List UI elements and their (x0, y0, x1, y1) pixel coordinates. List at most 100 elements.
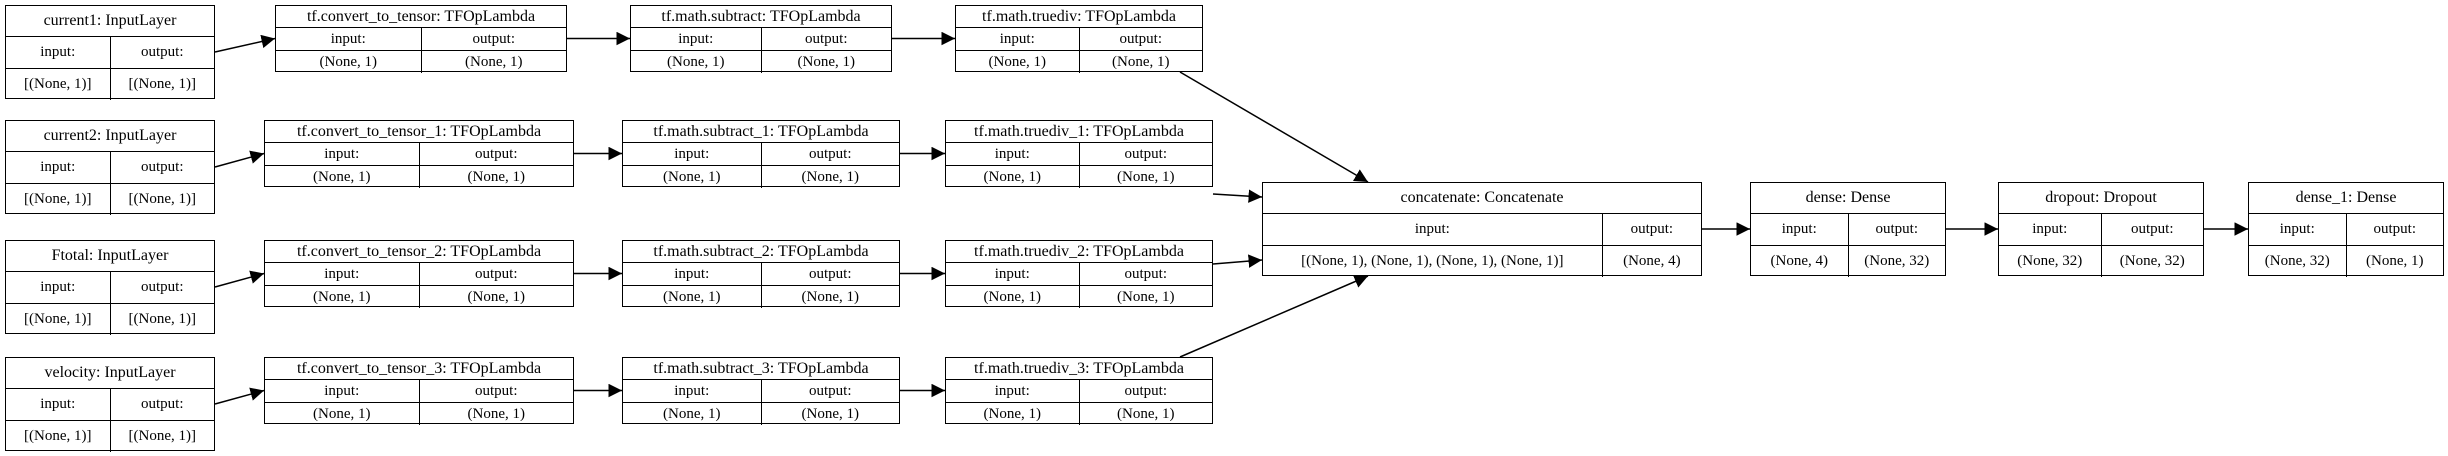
output-label: output: (760, 143, 900, 166)
input-shape: (None, 1) (313, 288, 371, 305)
input-label: input: (2279, 221, 2315, 238)
layer-title: velocity: InputLayer (6, 358, 214, 390)
input-label: input: (994, 145, 1030, 162)
input-shape: (None, 32) (2264, 253, 2330, 270)
edge-ftotal-to-convert2 (214, 270, 265, 288)
output-shape: (None, 1) (760, 403, 900, 425)
port-shape-row: (None, 1)(None, 1) (623, 402, 899, 425)
output-label: output: (2345, 214, 2444, 246)
input-label: input: (324, 145, 360, 162)
layer-title: dropout: Dropout (1999, 183, 2203, 215)
output-label: output: (1847, 214, 1946, 246)
layer-title: tf.math.truediv: TFOpLambda (956, 6, 1202, 29)
input-shape: (None, 1) (313, 405, 371, 422)
port-shape-row: (None, 32)(None, 1) (2249, 245, 2443, 277)
port-shape-row: (None, 1)(None, 1) (265, 402, 573, 425)
input-label: input: (40, 396, 76, 413)
port-label-row: input:output: (946, 263, 1213, 286)
port-shape-row: (None, 1)(None, 1) (631, 50, 891, 73)
input-shape: (None, 1) (663, 288, 721, 305)
port-label-row: input:output: (623, 263, 899, 286)
port-shape-row: [(None, 1)] [(None, 1)] (6, 68, 214, 100)
port-label-row: input:output: (1263, 214, 1701, 246)
output-label: output: (109, 37, 215, 69)
output-label: output: (109, 272, 215, 304)
input-label: input: (994, 382, 1030, 399)
layer-title: tf.convert_to_tensor_3: TFOpLambda (265, 358, 573, 381)
output-label: output: (760, 28, 892, 51)
layer-title: current1: InputLayer (6, 6, 214, 38)
output-label: output: (760, 380, 900, 403)
output-shape: (None, 4) (1601, 246, 1701, 277)
layer-title: tf.convert_to_tensor_1: TFOpLambda (265, 121, 573, 144)
input-shape: (None, 1) (983, 168, 1041, 185)
output-shape: (None, 32) (2100, 246, 2204, 277)
input-shape: (None, 1) (988, 53, 1046, 70)
port-label-row: input:output: (623, 380, 900, 403)
edge-truediv1-to-concat (1212, 189, 1263, 203)
edge-truediv3-to-concat (1179, 275, 1369, 358)
edge-truediv2-to-concat (1212, 254, 1263, 268)
output-shape: (None, 1) (420, 51, 567, 73)
input-label: input: (324, 265, 360, 282)
output-label: output: (1078, 380, 1213, 403)
layer-title: Ftotal: InputLayer (6, 241, 214, 273)
input-shape: (None, 32) (2017, 253, 2083, 270)
output-shape: (None, 1) (760, 286, 900, 308)
port-label-row: input:output: (265, 380, 574, 403)
port-label-row: input: output: (946, 380, 1213, 403)
port-label-row: input:output: (1999, 214, 2203, 246)
input-label: input: (40, 159, 76, 176)
edge-velocity-to-convert3 (214, 387, 265, 405)
port-label-row: input:output: (1751, 214, 1946, 246)
layer-node-current2: current2: InputLayer input: output:[(None,… (5, 120, 215, 215)
input-shape: (None, 1) (983, 405, 1041, 422)
output-shape: (None, 1) (418, 286, 574, 308)
port-shape-row: [(None, 1)][(None, 1)] (6, 183, 214, 215)
layer-title: tf.math.truediv_3: TFOpLambda (946, 358, 1212, 381)
port-label-row: input:output: (623, 143, 900, 166)
input-shape: [(None, 1), (None, 1), (None, 1), (None,… (1301, 253, 1564, 270)
input-shape: (None, 1) (319, 53, 377, 70)
input-shape: (None, 1) (667, 53, 725, 70)
input-label: input: (40, 44, 76, 61)
port-shape-row: (None, 1) (None, 1) (956, 50, 1202, 73)
input-label: input: (674, 265, 710, 282)
input-label: input: (40, 279, 76, 296)
input-shape: [(None, 1)] (24, 311, 92, 328)
edge-truediv0-to-concat (1179, 71, 1369, 183)
port-shape-row: (None, 1) (None, 1) (623, 285, 899, 308)
edge-current1-to-convert0 (214, 34, 276, 53)
output-shape: (None, 1) (1078, 51, 1203, 73)
output-shape: (None, 1) (760, 166, 900, 188)
input-label: input: (1414, 221, 1450, 238)
port-shape-row: (None, 1) (None, 1) (265, 285, 573, 308)
port-label-row: input:output: (956, 28, 1202, 51)
output-label: output: (109, 389, 215, 421)
layer-title: tf.math.truediv_1: TFOpLambda (946, 121, 1212, 144)
output-label: output: (109, 152, 215, 184)
output-shape: [(None, 1)] (109, 69, 215, 100)
output-label: output: (1078, 263, 1213, 286)
port-shape-row: [(None, 1)][(None, 1)] (6, 420, 214, 452)
port-label-row: input: output: (6, 37, 215, 69)
port-shape-row: [(None, 1)][(None, 1)] (6, 303, 214, 335)
output-label: output: (418, 380, 574, 403)
layer-title: current2: InputLayer (6, 121, 214, 153)
port-shape-row: (None, 1)(None, 1) (946, 402, 1212, 425)
output-shape: [(None, 1)] (109, 184, 215, 215)
layer-node-velocity: velocity: InputLayer input: output:[(None,… (5, 357, 215, 452)
input-shape: [(None, 1)] (24, 76, 92, 93)
